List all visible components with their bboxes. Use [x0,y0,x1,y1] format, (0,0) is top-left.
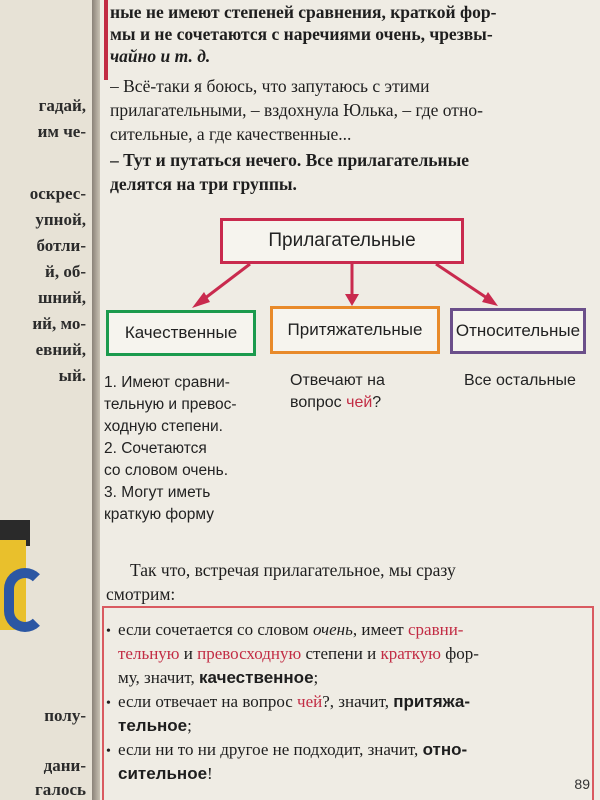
feature-line: вопрос чей? [290,394,382,411]
arrow-head [192,292,210,308]
illustration-fragment [4,568,46,632]
margin-marker [104,0,108,80]
rule-line: му, значит, качественное; [118,668,319,687]
rule-line: тельную и превосходную степени и краткую… [118,644,479,663]
left-line: им че- [37,122,86,141]
book-gutter [92,0,100,800]
arrow-to-qualitative [199,262,251,304]
left-page: гадай, им че- оскрес- упной, ботли- й, о… [0,0,92,800]
rules-box: • если сочетается со словом очень, имеет… [102,606,594,800]
rule-line: сительное! [118,764,213,783]
feature-line: ходную степени. [104,418,223,435]
left-line: й, об- [45,262,86,281]
text-line: ные не имеют степеней сравнения, краткой… [110,2,497,22]
feature-line: Отвечают на [290,372,385,389]
diagram-arrows [192,262,498,308]
conclusion-line: смотрим: [106,584,176,604]
page-number: 89 [574,776,590,792]
rule-line: если ни то ни другое не подходит, значит… [118,740,468,759]
text-line: мы и не сочетаются с наречиями очень, чр… [110,24,493,44]
text-line: чайно и т. д. [110,46,211,66]
left-line: гадай, [38,96,86,115]
text-line: сительные, а где качественные... [110,124,352,144]
left-line: ий, мо- [32,314,86,333]
left-line: оскрес- [29,184,86,203]
bullet-icon: • [106,624,111,639]
feature-line: тельную и превос- [104,396,237,413]
feature-line: краткую форму [104,506,214,523]
feature-line: 3. Могут иметь [104,484,211,501]
rule-line: если отвечает на вопрос чей?, значит, пр… [118,692,471,711]
left-line: ботли- [36,236,86,255]
arrow-to-relative [435,262,491,302]
qualitative-features: 1. Имеют сравни- тельную и превос- ходну… [104,372,264,526]
rule-line: если сочетается со словом очень, имеет с… [118,620,464,639]
text-line: – Всё-таки я боюсь, что запутаюсь с этим… [110,76,430,96]
relative-feature: Все остальные [464,372,576,389]
left-line: ый. [58,366,86,385]
left-line: евний, [35,340,86,359]
arrow-head [482,292,498,306]
left-line: галось [35,780,86,799]
text-line: – Тут и путаться нечего. Все прилагатель… [110,150,470,170]
conclusion-line: Так что, встречая прилагательное, мы сра… [130,560,456,580]
feature-line: 2. Сочетаются [104,440,207,457]
rule-line: тельное; [118,716,192,735]
possessive-box: Притяжательные [270,306,440,354]
feature-line: 1. Имеют сравни- [104,374,230,391]
text-line: прилагательными, – вздохнула Юлька, – гд… [110,100,483,120]
left-line: дани- [43,756,86,775]
arrow-head [345,294,359,306]
bullet-icon: • [106,696,111,711]
left-line: полу- [44,706,86,725]
right-page: ные не имеют степеней сравнения, краткой… [100,0,600,800]
bullet-icon: • [106,744,111,759]
left-line: упной, [35,210,86,229]
possessive-feature: Отвечают на вопрос чей? [290,370,440,414]
text-line: делятся на три группы. [110,174,297,194]
adjectives-box: Прилагательные [220,218,464,264]
left-line: шний, [38,288,86,307]
relative-box: Относительные [450,308,586,354]
feature-line: со словом очень. [104,462,228,479]
qualitative-box: Качественные [106,310,256,356]
